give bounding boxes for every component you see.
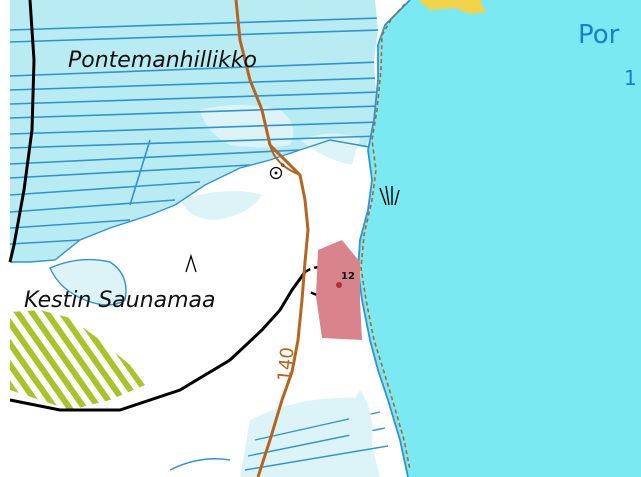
- road-number-label: 140: [274, 346, 298, 382]
- meadow-patch: [348, 390, 373, 445]
- shoreline: [357, 0, 411, 477]
- place-label-south: Kestin Saunamaa: [24, 288, 216, 313]
- house-point: [336, 282, 342, 288]
- lake-water: [358, 0, 641, 477]
- marsh-area: [10, 0, 378, 263]
- hatched-field: [10, 310, 145, 410]
- shoreline-dashed: [360, 3, 411, 471]
- sand-bar: [418, 0, 486, 14]
- road-140: [234, 0, 310, 477]
- marsh-fill: [10, 0, 378, 262]
- wet-area-outline: [49, 258, 127, 306]
- forest-symbol-icon: [185, 253, 197, 273]
- reeds-icon: [379, 185, 400, 206]
- marsh-lines: [10, 17, 378, 245]
- place-label-north: Pontemanhillikko: [68, 48, 257, 73]
- marsh-border: [10, 139, 376, 263]
- house-number-label: 12: [341, 271, 355, 282]
- spring-icon: o: [269, 162, 285, 180]
- marsh-light-patch: [180, 191, 262, 220]
- lower-marsh: [169, 390, 389, 477]
- water-name-label: Por: [578, 20, 620, 50]
- building-area: [316, 240, 362, 340]
- boundary-line-south: [9, 271, 307, 412]
- svg-text:o: o: [281, 162, 285, 169]
- road-branch: [269, 144, 301, 176]
- water-number-label: 1: [624, 66, 637, 90]
- lower-marsh-fill: [240, 397, 380, 477]
- boundary-line-west: [8, 0, 36, 263]
- marsh-light-patch: [300, 133, 360, 165]
